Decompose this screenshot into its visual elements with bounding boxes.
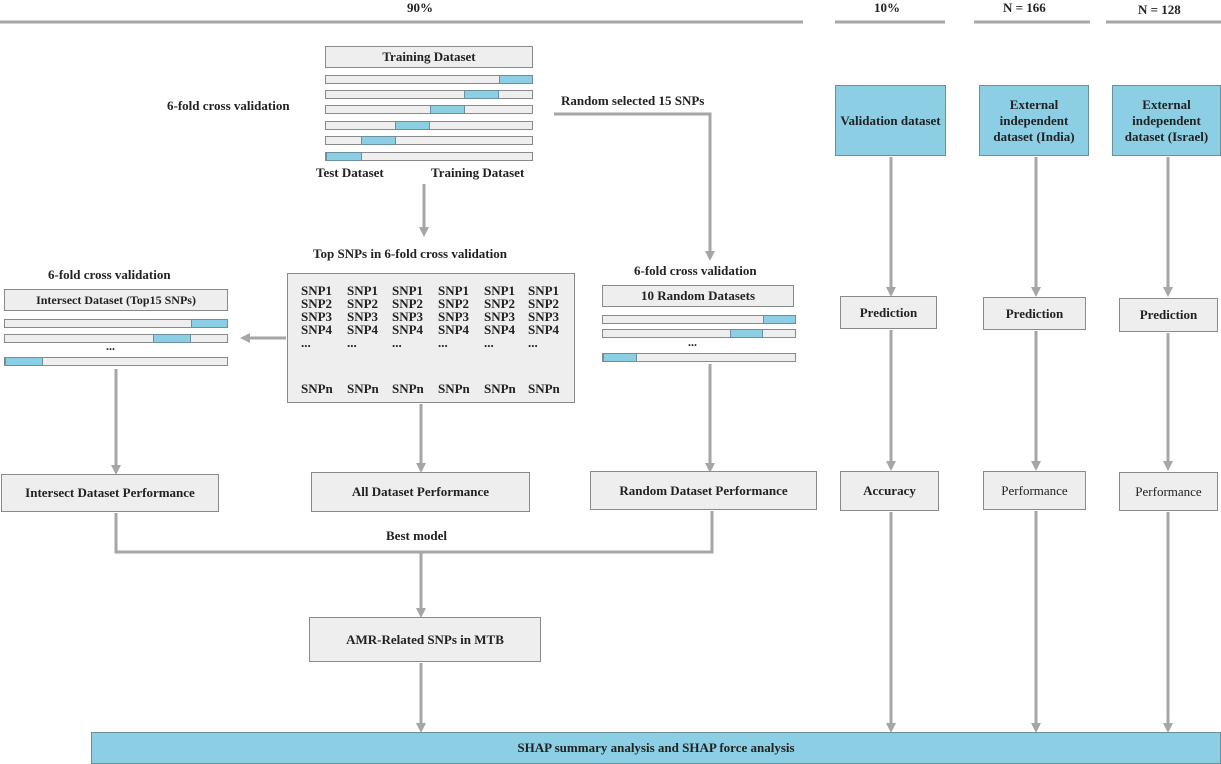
training-dataset-label: Training Dataset [431, 165, 525, 180]
snp-column: SNP1 SNP2 SNP3 SNP4 ... SNPn [528, 283, 568, 395]
snp-cell: SNP1 [484, 283, 516, 298]
header-n166: N = 166 [1003, 0, 1046, 15]
snp-cell: SNP2 [528, 296, 560, 311]
india-dataset-box: External independent dataset (India) [979, 85, 1089, 156]
header-n128: N = 128 [1138, 2, 1181, 17]
snp-cell: SNP2 [392, 296, 424, 311]
top-snps-title: Top SNPs in 6-fold cross validation [313, 246, 507, 261]
amr-snps-box: AMR-Related SNPs in MTB [309, 617, 541, 662]
snp-cell: SNP3 [528, 309, 560, 324]
snp-column: SNP1 SNP2 SNP3 SNP4 ... SNPn [347, 283, 387, 395]
snp-cell: SNP4 [484, 322, 516, 337]
fold-bar-3 [325, 105, 533, 114]
snp-cell: SNP3 [301, 309, 333, 324]
snp-cell: SNP4 [392, 322, 424, 337]
india-prediction-box: Prediction [983, 297, 1086, 330]
israel-dataset-box: External independent dataset (Israel) [1112, 85, 1221, 156]
fold-bar-4 [325, 121, 533, 130]
snp-cell: SNP4 [438, 322, 470, 337]
fold-bar-2 [325, 90, 533, 99]
snp-cell: SNP3 [484, 309, 516, 324]
snp-column: SNP1 SNP2 SNP3 SNP4 ... SNPn [484, 283, 524, 395]
intersect-ellipsis: ... [106, 339, 115, 353]
random-selected-label: Random selected 15 SNPs [561, 93, 705, 108]
snp-column: SNP1 SNP2 SNP3 SNP4 ... SNPn [438, 283, 478, 395]
snp-cell: SNP1 [528, 283, 560, 298]
snp-ellipsis: ... [392, 335, 402, 350]
random-ellipsis: ... [688, 335, 697, 349]
snp-column: SNP1 SNP2 SNP3 SNP4 ... SNPn [392, 283, 432, 395]
cv-label-random: 6-fold cross validation [634, 263, 757, 278]
validation-dataset-box: Validation dataset [835, 85, 946, 156]
india-performance-box: Performance [983, 471, 1086, 510]
snp-ellipsis: ... [484, 335, 494, 350]
israel-prediction-box: Prediction [1119, 298, 1218, 332]
snp-cell: SNP2 [484, 296, 516, 311]
intersect-fold-bar-last [4, 357, 228, 366]
random-fold-bar-last [602, 353, 796, 362]
snp-cell: SNP4 [301, 322, 333, 337]
cv-label-left: 6-fold cross validation [48, 267, 171, 282]
intersect-fold-bar-2 [4, 334, 228, 343]
fold-bar-1 [325, 75, 533, 84]
random-datasets-box: 10 Random Datasets [602, 285, 794, 307]
snp-ellipsis: ... [347, 335, 357, 350]
training-dataset-box: Training Dataset [325, 46, 533, 68]
intersect-fold-bar-1 [4, 319, 228, 328]
header-10-percent: 10% [874, 0, 900, 15]
snp-cell: SNP2 [438, 296, 470, 311]
header-90-percent: 90% [407, 0, 433, 15]
random-fold-bar-2 [602, 329, 796, 338]
snp-column: SNP1 SNP2 SNP3 SNP4 ... SNPn [301, 283, 341, 395]
snp-cell: SNPn [392, 381, 424, 396]
snp-cell: SNPn [438, 381, 470, 396]
snp-ellipsis: ... [301, 335, 311, 350]
accuracy-box: Accuracy [840, 471, 939, 511]
top-snps-grid: SNP1 SNP2 SNP3 SNP4 ... SNPn SNP1 SNP2 S… [287, 273, 575, 403]
snp-ellipsis: ... [438, 335, 448, 350]
snp-cell: SNP1 [347, 283, 379, 298]
snp-cell: SNP1 [392, 283, 424, 298]
snp-ellipsis: ... [528, 335, 538, 350]
snp-cell: SNPn [484, 381, 516, 396]
random-fold-bar-1 [602, 315, 796, 324]
fold-bar-6 [325, 152, 533, 161]
shap-analysis-box: SHAP summary analysis and SHAP force ana… [91, 732, 1221, 764]
snp-cell: SNP3 [438, 309, 470, 324]
snp-cell: SNP4 [347, 322, 379, 337]
arrow-random-selected [554, 112, 715, 261]
random-performance-box: Random Dataset Performance [590, 471, 817, 510]
snp-cell: SNP2 [347, 296, 379, 311]
intersect-performance-box: Intersect Dataset Performance [1, 474, 219, 512]
snp-cell: SNP2 [301, 296, 333, 311]
snp-cell: SNP1 [438, 283, 470, 298]
snp-cell: SNPn [301, 381, 333, 396]
validation-prediction-box: Prediction [840, 296, 937, 329]
fold-bar-5 [325, 136, 533, 145]
cv-label-top: 6-fold cross validation [167, 98, 290, 113]
snp-cell: SNP3 [392, 309, 424, 324]
snp-cell: SNPn [528, 381, 560, 396]
best-model-merge-line [114, 511, 714, 554]
israel-performance-box: Performance [1119, 472, 1218, 511]
intersect-dataset-box: Intersect Dataset (Top15 SNPs) [4, 289, 228, 311]
snp-cell: SNPn [347, 381, 379, 396]
snp-cell: SNP1 [301, 283, 333, 298]
snp-cell: SNP4 [528, 322, 560, 337]
all-dataset-performance-box: All Dataset Performance [311, 472, 530, 512]
best-model-label: Best model [386, 528, 448, 543]
test-dataset-label: Test Dataset [316, 165, 384, 180]
snp-cell: SNP3 [347, 309, 379, 324]
